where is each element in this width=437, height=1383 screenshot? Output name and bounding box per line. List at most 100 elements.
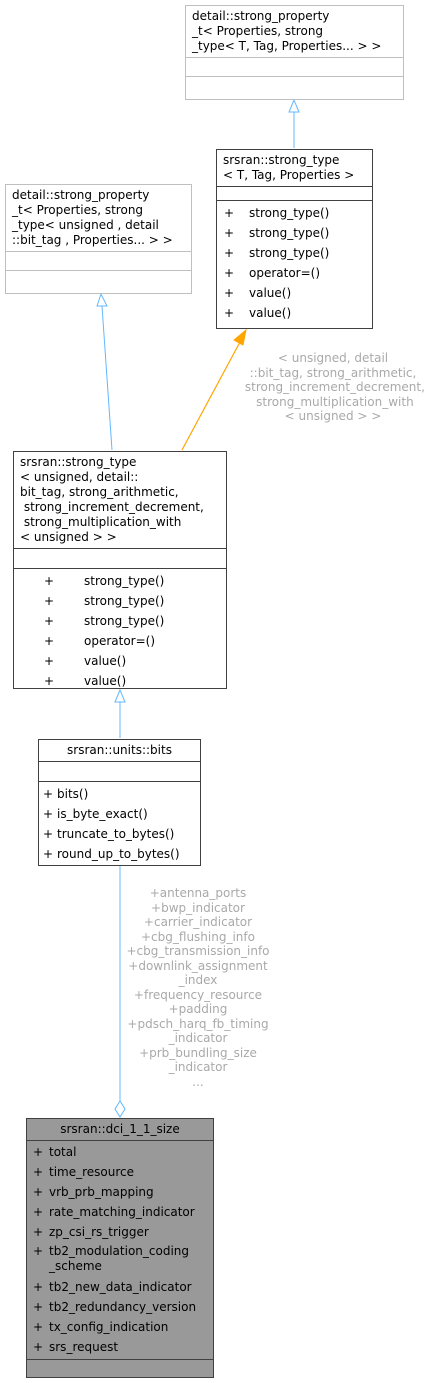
member-name: value() xyxy=(249,306,292,320)
member-row: + time_resource xyxy=(27,1162,213,1182)
member-row: + srs_request xyxy=(27,1337,213,1357)
methods-section: + strong_type() + strong_type() + strong_ty… xyxy=(217,201,372,327)
class-title: srsran::strong_type < unsigned, detail::… xyxy=(20,455,204,544)
visibility: + xyxy=(42,807,54,821)
visibility: + xyxy=(32,1300,44,1314)
visibility: + xyxy=(32,1280,44,1294)
attributes-section xyxy=(14,549,226,568)
member-name: bits() xyxy=(57,787,89,801)
class-title: detail::strong_property _t< Properties, … xyxy=(192,9,382,53)
class-box-strong-type-bits[interactable]: srsran::strong_type < unsigned, detail::… xyxy=(13,451,227,689)
visibility: + xyxy=(32,1244,44,1258)
attributes-section xyxy=(39,762,200,781)
visibility: + xyxy=(43,574,55,588)
member-row: + strong_type() xyxy=(217,243,372,263)
attributes-section xyxy=(6,252,191,270)
member-row: +is_byte_exact() xyxy=(39,804,200,824)
visibility: + xyxy=(32,1205,44,1219)
class-box-dci-1-1-size[interactable]: srsran::dci_1_1_size +total +time_resour… xyxy=(26,1118,214,1378)
visibility: + xyxy=(43,654,55,668)
separator xyxy=(14,548,226,549)
inheritance-arrow-left xyxy=(96,292,108,307)
member-row: +strong_type() xyxy=(14,591,226,611)
visibility: + xyxy=(32,1165,44,1179)
attributes-section xyxy=(186,58,403,76)
separator xyxy=(27,1140,213,1141)
member-name: strong_type() xyxy=(249,246,330,260)
template-binding-label: < unsigned, detail ::bit_tag, strong_ari… xyxy=(244,351,425,423)
edge-bits-to-generic xyxy=(181,341,241,451)
member-row: + tb2_modulation_coding _scheme xyxy=(27,1242,213,1277)
member-row: +total xyxy=(27,1142,213,1162)
visibility: + xyxy=(43,674,55,688)
member-name: tx_config_indication xyxy=(49,1320,169,1334)
visibility: + xyxy=(223,226,235,240)
member-row: + value() xyxy=(217,303,372,323)
class-box-strong-property-left[interactable]: detail::strong_property _t< Properties, … xyxy=(5,184,192,294)
member-row: +round_up_to_bytes() xyxy=(39,844,200,864)
member-name: round_up_to_bytes() xyxy=(57,847,180,861)
member-row: + zp_csi_rs_trigger xyxy=(27,1222,213,1242)
member-row: + strong_type() xyxy=(217,223,372,243)
visibility: + xyxy=(43,634,55,648)
separator xyxy=(217,186,372,187)
class-title: srsran::strong_type < T, Tag, Properties… xyxy=(223,153,355,182)
member-name: truncate_to_bytes() xyxy=(57,827,175,841)
visibility: + xyxy=(32,1340,44,1354)
separator xyxy=(186,76,403,77)
member-row: + tb2_new_data_indicator xyxy=(27,1277,213,1297)
visibility: + xyxy=(223,246,235,260)
separator xyxy=(6,270,191,271)
usage-label: +antenna_ports +bwp_indicator +carrier_i… xyxy=(126,886,270,1089)
member-row: +value() xyxy=(14,651,226,671)
attributes-section: +total +time_resource +vrb_prb_mapping +… xyxy=(27,1141,213,1359)
member-name: strong_type() xyxy=(84,614,165,628)
separator xyxy=(39,781,200,782)
member-name: total xyxy=(49,1145,77,1159)
edge-bits-to-left-property xyxy=(101,305,113,451)
visibility: + xyxy=(223,306,235,320)
member-name: strong_type() xyxy=(84,574,165,588)
template-arrow xyxy=(233,328,247,346)
visibility: + xyxy=(43,614,55,628)
member-row: + tb2_redundancy_version xyxy=(27,1297,213,1317)
member-row: +operator=() xyxy=(217,263,372,283)
member-name: zp_csi_rs_trigger xyxy=(49,1225,149,1239)
member-name: tb2_modulation_coding _scheme xyxy=(49,1244,189,1273)
separator xyxy=(39,761,200,762)
member-name: strong_type() xyxy=(249,226,330,240)
member-name: operator=() xyxy=(84,634,156,648)
class-box-strong-property-top[interactable]: detail::strong_property _t< Properties, … xyxy=(185,5,404,100)
visibility: + xyxy=(32,1225,44,1239)
member-row: + value() xyxy=(14,671,226,691)
visibility: + xyxy=(32,1185,44,1199)
member-row: + vrb_prb_mapping xyxy=(27,1182,213,1202)
member-name: value() xyxy=(84,674,127,688)
member-name: vrb_prb_mapping xyxy=(49,1185,154,1199)
separator xyxy=(27,1359,213,1360)
inheritance-arrow-units xyxy=(114,688,126,703)
visibility: + xyxy=(42,787,54,801)
member-name: rate_matching_indicator xyxy=(49,1205,195,1219)
class-title: srsran::dci_1_1_size xyxy=(60,1122,180,1136)
member-name: operator=() xyxy=(249,266,321,280)
separator xyxy=(6,251,191,252)
member-row: +truncate_to_bytes() xyxy=(39,824,200,844)
visibility: + xyxy=(43,594,55,608)
visibility: + xyxy=(42,847,54,861)
member-row: + strong_type() xyxy=(14,571,226,591)
separator xyxy=(14,568,226,569)
member-name: tb2_redundancy_version xyxy=(49,1300,197,1314)
separator xyxy=(217,200,372,201)
member-name: srs_request xyxy=(49,1340,119,1354)
member-row: + rate_matching_indicator xyxy=(27,1202,213,1222)
class-box-strong-type-generic[interactable]: srsran::strong_type < T, Tag, Properties… xyxy=(216,149,373,329)
member-name: tb2_new_data_indicator xyxy=(49,1280,192,1294)
member-name: is_byte_exact() xyxy=(57,807,148,821)
visibility: + xyxy=(223,286,235,300)
separator xyxy=(186,57,403,58)
class-box-units-bits[interactable]: srsran::units::bits +bits() +is_byte_exa… xyxy=(38,739,201,866)
member-name: time_resource xyxy=(49,1165,135,1179)
attributes-section xyxy=(217,187,372,200)
